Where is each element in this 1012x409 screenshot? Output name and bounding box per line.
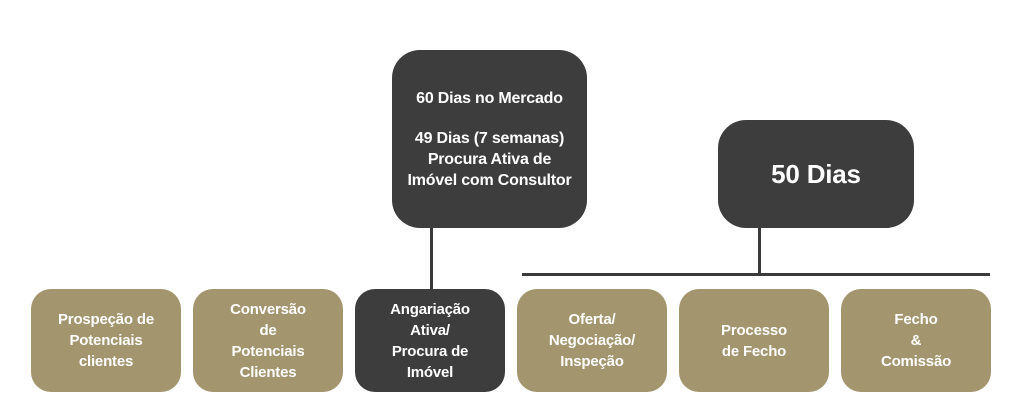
step-line: Potenciais <box>231 342 305 360</box>
step-line: Ativa/ <box>410 321 450 339</box>
market-duration-detail-line: Imóvel com Consultor <box>407 171 572 189</box>
flow-step-angariacao-box: Angariação Ativa/ Procura de Imóvel <box>355 289 505 392</box>
step-line: Conversão <box>230 300 306 318</box>
step-line: Prospeção de <box>58 311 154 328</box>
step-line: Procura de <box>391 342 469 360</box>
step-line: Comissão <box>880 353 952 370</box>
step-line: Angariação <box>390 300 470 318</box>
step-line: Inspeção <box>560 353 624 370</box>
step-line: de Fecho <box>721 342 787 360</box>
market-duration-detail-line: Procura Ativa de <box>427 150 552 168</box>
step-line: Clientes <box>239 363 297 381</box>
closing-duration-box: 50 Dias <box>718 120 914 228</box>
flow-step-processo-fecho-box: Processo de Fecho <box>679 289 829 392</box>
market-duration-box: 60 Dias no Mercado 49 Dias (7 semanas) P… <box>392 50 587 228</box>
step-line: Potenciais <box>69 332 143 349</box>
step-line: clientes <box>78 353 134 370</box>
closing-duration-label: 50 Dias <box>771 159 861 189</box>
step-line: Negociação/ <box>548 332 636 349</box>
connector-closing-vertical <box>758 227 761 276</box>
flow-step-prospecao-box: Prospeção de Potenciais clientes <box>31 289 181 392</box>
flow-step-oferta-box: Oferta/ Negociação/ Inspeção <box>517 289 667 392</box>
step-line: Processo <box>721 321 787 339</box>
connector-closing-horizontal-span <box>522 273 990 276</box>
connector-market-to-angariacao <box>430 227 433 289</box>
flow-step-conversao-box: Conversão de Potenciais Clientes <box>193 289 343 392</box>
step-line: de <box>259 321 277 339</box>
market-duration-title: 60 Dias no Mercado <box>416 89 563 107</box>
step-line: & <box>910 332 922 349</box>
flow-step-fecho-comissao-box: Fecho & Comissão <box>841 289 991 392</box>
step-line: Imóvel <box>406 363 454 381</box>
step-line: Oferta/ <box>568 311 616 328</box>
market-duration-detail-line: 49 Dias (7 semanas) <box>414 129 565 147</box>
step-line: Fecho <box>894 311 938 328</box>
